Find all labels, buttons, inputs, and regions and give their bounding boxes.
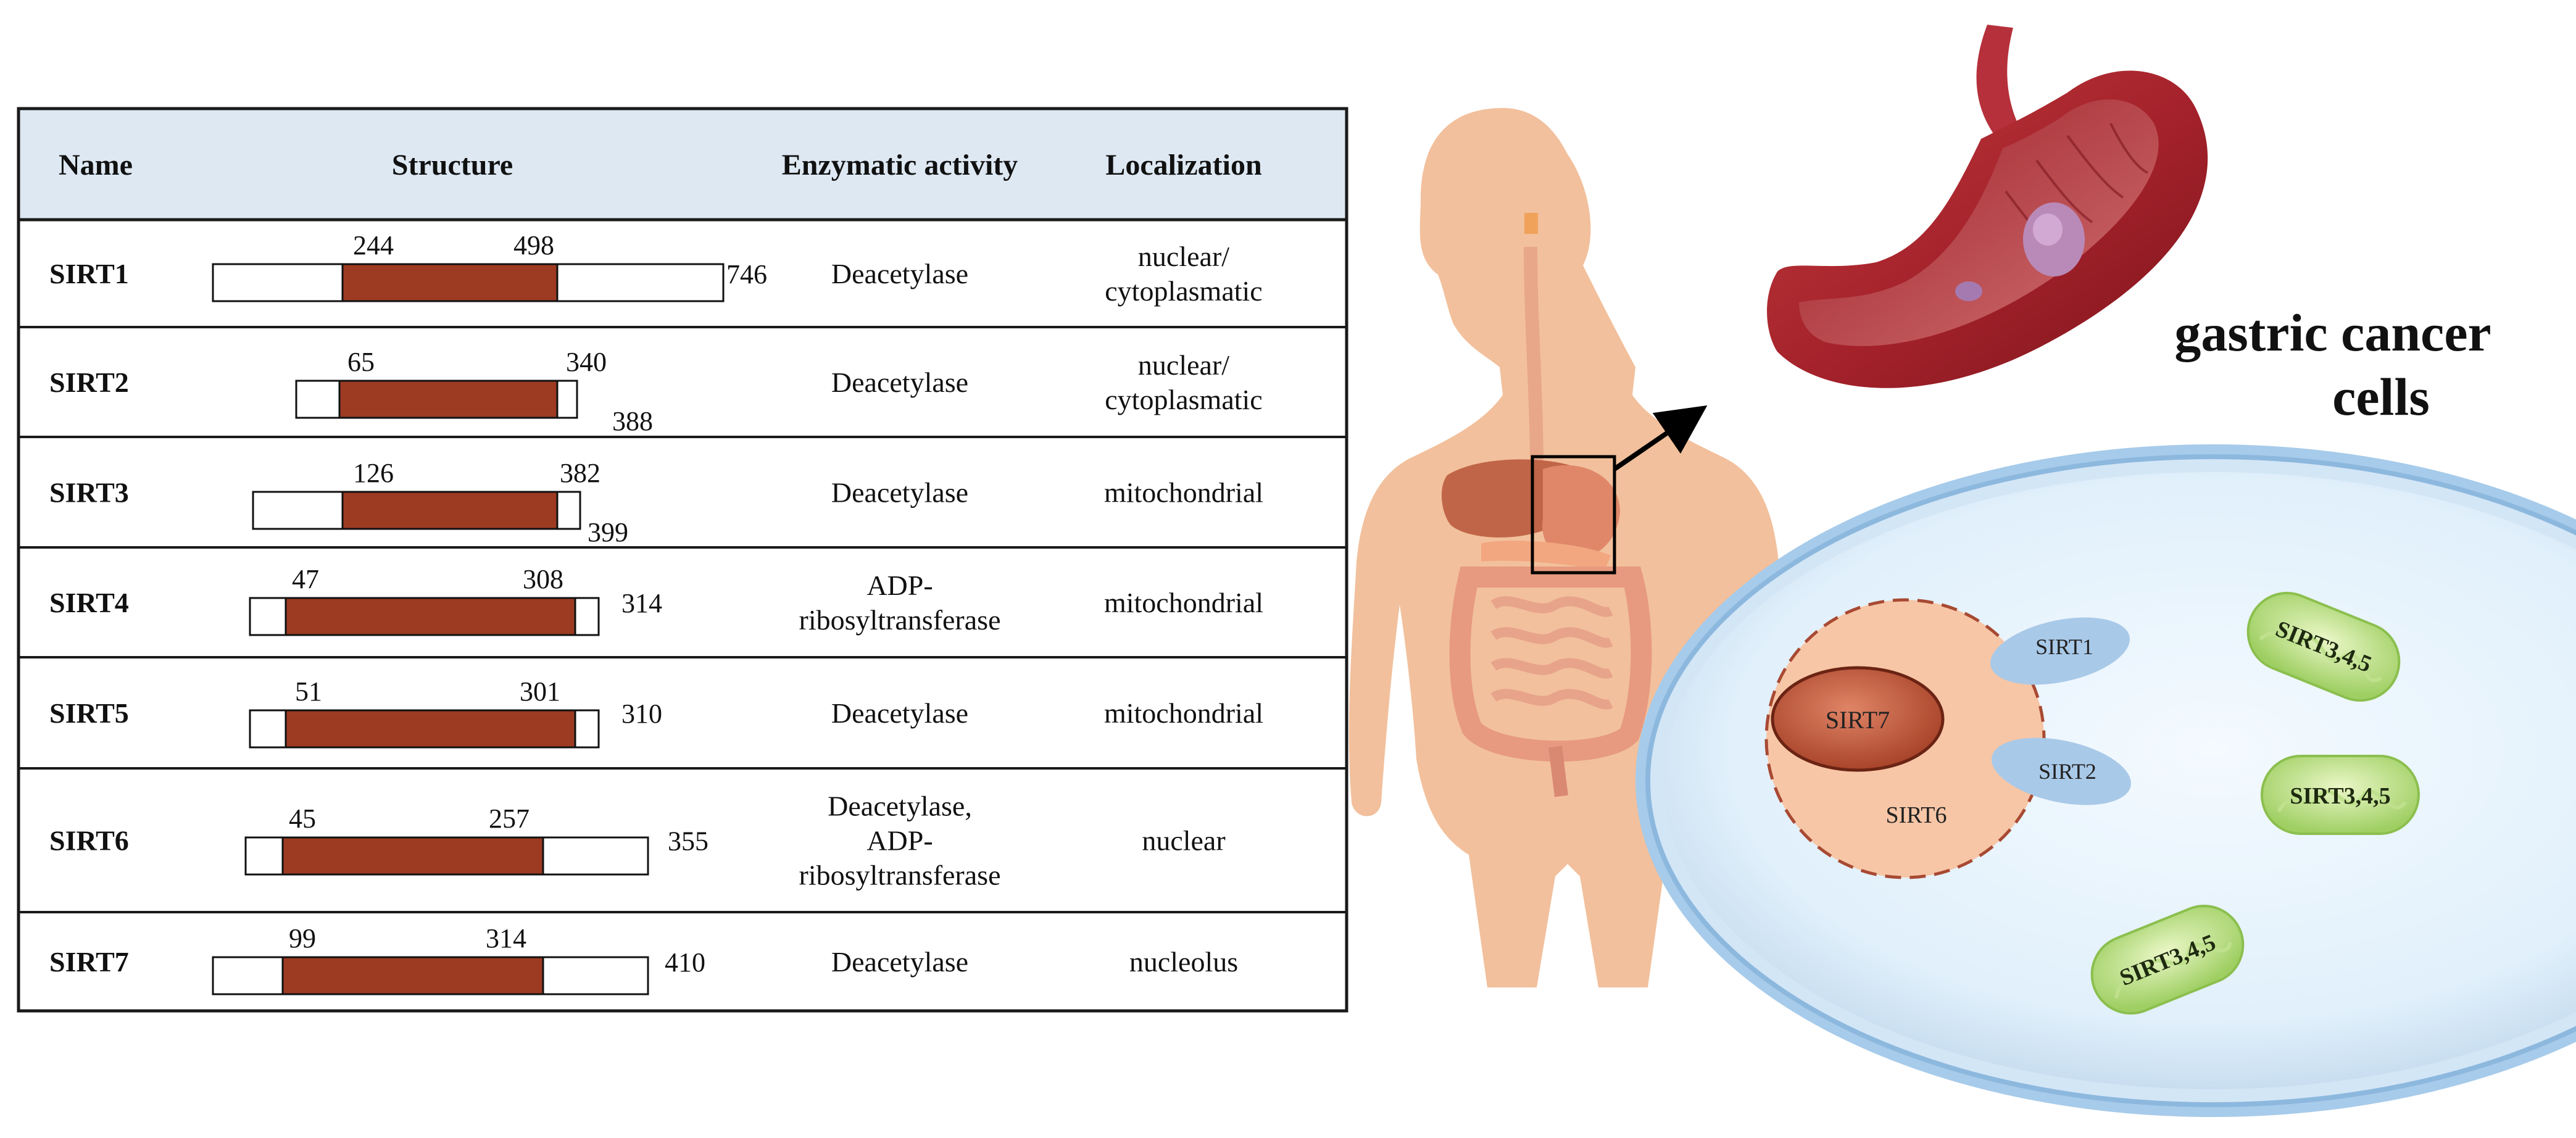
enzymatic-activity: Deacetylase [831, 697, 968, 729]
catalytic-domain [341, 491, 559, 530]
domain-end-label: 382 [560, 458, 600, 488]
mitochondrion-3: SIRT3,4,5 [2090, 905, 2245, 1015]
table-row: SIRT1 244 498 746 Deacetylase nuclear/cytopla… [19, 218, 1347, 307]
nucleus-label: SIRT6 [1885, 802, 1947, 828]
enzymatic-activity: ADP- [866, 570, 933, 601]
domain-end-label: 498 [513, 230, 554, 260]
column-header: Structure [392, 149, 513, 181]
enzymatic-activity: Deacetylase [831, 258, 968, 289]
mitochondrion-label: SIRT3,4,5 [2290, 783, 2390, 809]
localization: nuclear/ [1138, 241, 1229, 272]
esophagus-large [1976, 25, 2024, 142]
catalytic-domain [285, 709, 576, 749]
cell-title-line2: cells [2332, 367, 2430, 426]
enzymatic-activity: ribosyltransferase [799, 860, 1001, 891]
domain-end-label: 340 [566, 347, 607, 377]
sirt1-protein [1990, 617, 2130, 685]
pancreas [1481, 541, 1611, 571]
table-row: SIRT6 45 257 355 Deacetylase,ADP-ribosyltran… [19, 767, 1347, 891]
tumor-small [1955, 281, 1982, 301]
catalytic-domain [338, 380, 559, 419]
localization: cytoplasmatic [1105, 275, 1262, 307]
esophagus [1524, 246, 1544, 470]
catalytic-domain [341, 263, 559, 302]
domain-end-label: 314 [486, 923, 526, 953]
domain-start-label: 45 [289, 804, 316, 834]
sirtuin-table: Name Structure Enzymatic activity Localizat… [17, 107, 1348, 1013]
localization: mitochondrial [1104, 477, 1263, 509]
table-row: SIRT4 47 308 314 ADP-ribosyltransferase mitoc… [19, 546, 1347, 636]
column-header: Enzymatic activity [782, 149, 1018, 181]
column-header: Localization [1105, 149, 1261, 181]
domain-start-label: 244 [353, 230, 394, 260]
table-row: SIRT5 51 301 310 Deacetylase mitochondrial [19, 656, 1347, 749]
enzymatic-activity: Deacetylase [831, 946, 968, 978]
small-intestine [1490, 596, 1613, 710]
table-row: SIRT3 126 382 399 Deacetylase mitochondrial [19, 436, 1347, 547]
tumor-highlight [2033, 214, 2063, 246]
domain-end-label: 308 [523, 564, 563, 594]
enzymatic-activity: Deacetylase, [828, 791, 972, 822]
enzymatic-activity: Deacetylase [831, 367, 968, 398]
sirt2-label: SIRT2 [2038, 759, 2096, 784]
sirt2-protein [1992, 737, 2131, 805]
localization: mitochondrial [1104, 697, 1263, 729]
rectum [1548, 746, 1568, 797]
zoom-arrow [1613, 405, 1708, 471]
domain-start-label: 99 [289, 923, 316, 953]
domain-start-label: 65 [347, 347, 375, 377]
cancer-cell: SIRT7 SIRT6 SIRT1 SIRT2 SIRT3,4,5 SIRT3,… [1635, 444, 2576, 1117]
mitochondrion-1: SIRT3,4,5 [2246, 592, 2401, 702]
sirt1-label: SIRT1 [2035, 634, 2093, 659]
sirt-name: SIRT5 [49, 697, 129, 729]
stomach-inner [1799, 99, 2159, 346]
domain-end-label: 301 [520, 676, 560, 707]
localization: nuclear/ [1138, 349, 1229, 381]
table-row: SIRT7 99 314 410 Deacetylase nucleolus [19, 911, 1347, 995]
nucleolus-label: SIRT7 [1826, 706, 1890, 734]
sirt-name: SIRT4 [49, 587, 129, 618]
cell-title-line1: gastric cancer [2174, 303, 2491, 362]
stomach-highlight-box [1531, 455, 1616, 575]
table-header-band [19, 109, 1347, 220]
domain-start-label: 126 [353, 458, 394, 488]
protein-length-label: 388 [612, 406, 653, 436]
stomach-illustration [1767, 25, 2208, 388]
mitochondrion-2: SIRT3,4,5 [2261, 755, 2420, 835]
localization: mitochondrial [1104, 587, 1263, 618]
catalytic-domain [281, 956, 544, 995]
localization: nuclear [1142, 825, 1225, 857]
column-header: Name [59, 149, 133, 181]
domain-end-label: 257 [489, 804, 530, 834]
nucleolus [1771, 666, 1945, 772]
protein-length-label: 399 [588, 517, 628, 547]
sirt-name: SIRT1 [49, 258, 129, 289]
protein-length-label: 355 [668, 826, 708, 857]
stomach-small [1542, 465, 1620, 559]
localization: nucleolus [1129, 946, 1238, 978]
sirt-name: SIRT3 [49, 477, 129, 509]
protein-length-label: 410 [665, 947, 705, 978]
domain-start-label: 47 [292, 564, 319, 594]
sirt-name: SIRT7 [49, 946, 129, 978]
sirt-name: SIRT6 [49, 825, 129, 857]
sirt-name: SIRT2 [49, 367, 129, 398]
table-header: Name Structure Enzymatic activity Localizat… [59, 149, 1262, 181]
larynx [1524, 213, 1538, 234]
catalytic-domain [285, 597, 576, 636]
table-border [17, 107, 1348, 1013]
enzymatic-activity: ADP- [866, 825, 933, 857]
protein-length-label: 314 [621, 588, 662, 618]
catalytic-domain [281, 836, 544, 876]
localization: cytoplasmatic [1105, 384, 1262, 415]
domain-start-label: 51 [295, 676, 322, 707]
enzymatic-activity: ribosyltransferase [799, 604, 1001, 636]
protein-length-label: 310 [621, 699, 662, 729]
protein-length-label: 746 [726, 259, 767, 289]
enzymatic-activity: Deacetylase [831, 477, 968, 509]
